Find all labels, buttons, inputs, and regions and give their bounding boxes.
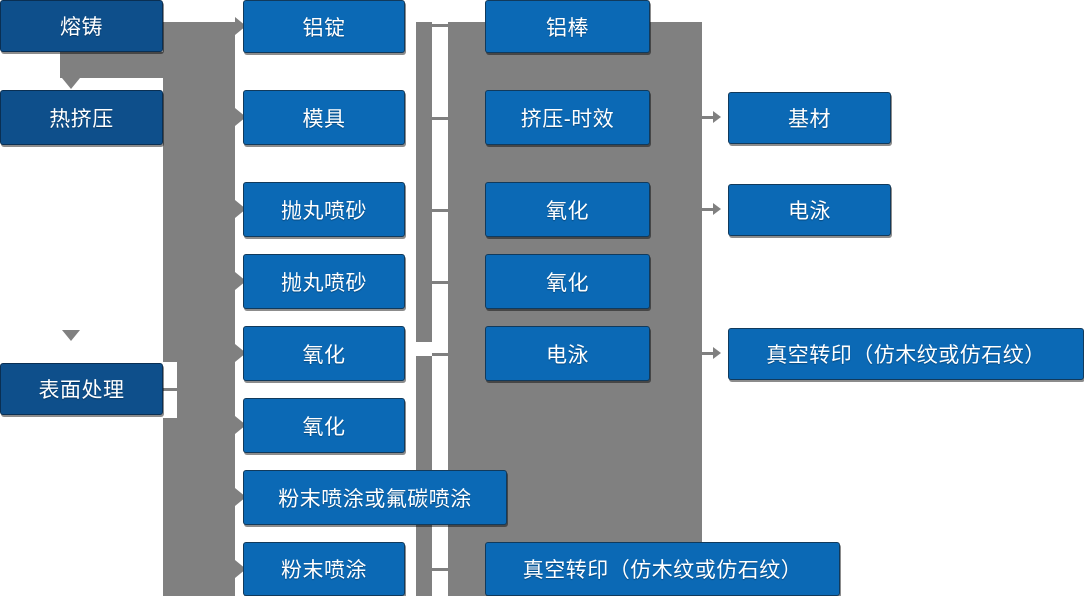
process-box-electrophoresis-1[interactable]: 电泳 — [485, 326, 650, 381]
connector-tick-1 — [432, 24, 450, 27]
stage-box-hot-extrusion[interactable]: 热挤压 — [0, 90, 163, 145]
process-box-mould[interactable]: 模具 — [243, 90, 405, 145]
stage-box-smelting[interactable]: 熔铸 — [0, 0, 163, 52]
output-box-vacuum-transfer-right[interactable]: 真空转印（仿木纹或仿石纹） — [728, 328, 1084, 380]
process-box-powder-or-fluorocarbon-spray[interactable]: 粉末喷涂或氟碳喷涂 — [243, 470, 507, 525]
stage-label-hot-extrusion: 热挤压 — [49, 107, 114, 131]
output-label-vacuum-transfer-right: 真空转印（仿木纹或仿石纹） — [766, 344, 1046, 367]
arrow-to-base-material — [702, 111, 721, 123]
process-label-powder-spray: 粉末喷涂 — [281, 559, 367, 582]
connector-tick-5 — [432, 353, 450, 356]
arrow-band-to-oxidation-1 — [235, 344, 246, 362]
process-label-aluminium-bar: 铝棒 — [546, 16, 589, 40]
arrow-band-to-shot-blasting-1 — [235, 200, 246, 218]
process-box-aluminium-bar[interactable]: 铝棒 — [485, 0, 650, 53]
process-box-shot-blasting-1[interactable]: 抛丸喷砂 — [243, 182, 405, 237]
process-box-aluminium-ingot[interactable]: 铝锭 — [243, 0, 405, 53]
process-label-oxidation-2: 氧化 — [302, 415, 346, 439]
arrow-band-to-powder-spray — [235, 560, 246, 578]
arrow-band-to-mould — [235, 108, 246, 126]
arrow-down-smelting-to-extrusion — [62, 78, 80, 89]
connector-tick-4 — [432, 281, 450, 284]
output-label-base-material: 基材 — [788, 108, 831, 131]
arrow-down-extrusion-to-surface — [62, 330, 80, 341]
arrow-band-to-shot-blasting-2 — [235, 272, 246, 290]
process-box-oxidation-2[interactable]: 氧化 — [243, 398, 405, 453]
process-label-powder-or-fluorocarbon-spray: 粉末喷涂或氟碳喷涂 — [278, 487, 472, 511]
output-label-electrophoresis-2: 电泳 — [788, 200, 831, 223]
process-label-extrusion-aging: 挤压-时效 — [520, 107, 615, 131]
process-label-oxidation-3: 氧化 — [546, 199, 589, 223]
process-label-electrophoresis-1: 电泳 — [546, 343, 589, 367]
connector-surface-treatment-to-band — [163, 388, 183, 391]
process-box-oxidation-1[interactable]: 氧化 — [243, 326, 405, 381]
process-box-vacuum-transfer-bottom[interactable]: 真空转印（仿木纹或仿石纹） — [485, 542, 840, 596]
connector-tick-3 — [432, 209, 450, 212]
arrow-to-electrophoresis-2 — [702, 203, 721, 215]
stage-box-surface-treatment[interactable]: 表面处理 — [0, 363, 163, 415]
output-box-electrophoresis-2[interactable]: 电泳 — [728, 184, 891, 236]
output-box-base-material[interactable]: 基材 — [728, 92, 891, 144]
stage-label-smelting: 熔铸 — [60, 16, 103, 39]
process-box-powder-spray[interactable]: 粉末喷涂 — [243, 542, 405, 596]
stage-label-surface-treatment: 表面处理 — [38, 379, 125, 402]
process-label-vacuum-transfer-bottom: 真空转印（仿木纹或仿石纹） — [522, 559, 803, 582]
arrow-band-to-powder-or-fluorocarbon — [235, 488, 246, 506]
arrow-to-vacuum-transfer-right — [702, 347, 721, 359]
flow-band-left — [163, 22, 235, 596]
process-box-shot-blasting-2[interactable]: 抛丸喷砂 — [243, 254, 405, 309]
process-label-oxidation-4: 氧化 — [546, 271, 589, 295]
flow-band-smelting-to-extrusion — [60, 52, 176, 78]
process-label-mould: 模具 — [302, 107, 346, 131]
flow-rail-column2 — [416, 22, 432, 342]
connector-tick-2 — [432, 117, 450, 120]
process-box-oxidation-3[interactable]: 氧化 — [485, 182, 650, 237]
process-label-aluminium-ingot: 铝锭 — [302, 16, 346, 40]
arrow-band-to-aluminium-ingot — [235, 17, 246, 35]
process-box-extrusion-aging[interactable]: 挤压-时效 — [485, 90, 650, 145]
connector-tick-6 — [432, 568, 450, 571]
process-label-shot-blasting-1: 抛丸喷砂 — [281, 199, 367, 223]
process-box-oxidation-4[interactable]: 氧化 — [485, 254, 650, 309]
process-label-oxidation-1: 氧化 — [302, 343, 346, 367]
process-label-shot-blasting-2: 抛丸喷砂 — [281, 271, 367, 295]
arrow-band-to-oxidation-2 — [235, 416, 246, 434]
